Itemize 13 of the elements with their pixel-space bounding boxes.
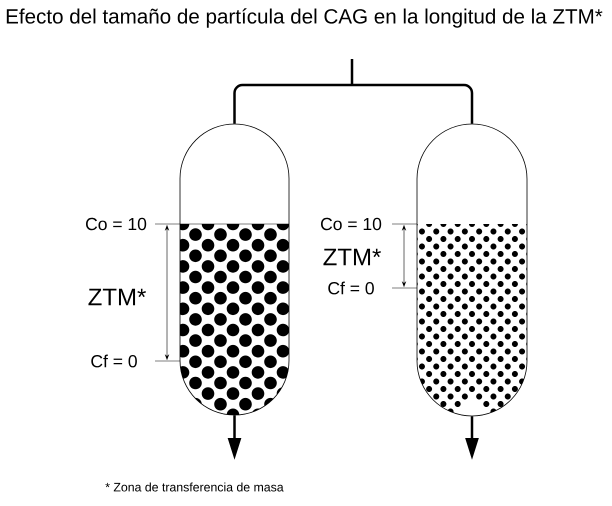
- zone-label: ZTM*: [88, 288, 146, 306]
- concentration-label: Cf = 0: [91, 354, 137, 368]
- vessel: [416, 124, 528, 416]
- zone-label: ZTM*: [323, 248, 381, 266]
- concentration-label: Co = 10: [321, 218, 382, 230]
- pipe: [352, 84, 474, 124]
- pipe: [233, 84, 352, 124]
- vessel: [180, 124, 290, 416]
- concentration-label: Co = 10: [86, 218, 146, 230]
- pipe: [350, 59, 354, 85]
- footnote: * Zona de transferencia de masa: [105, 482, 284, 492]
- title: Efecto del tamaño de partícula del CAG en la longitud de la ZTM*: [6, 8, 602, 28]
- concentration-label: Cf = 0: [328, 282, 374, 294]
